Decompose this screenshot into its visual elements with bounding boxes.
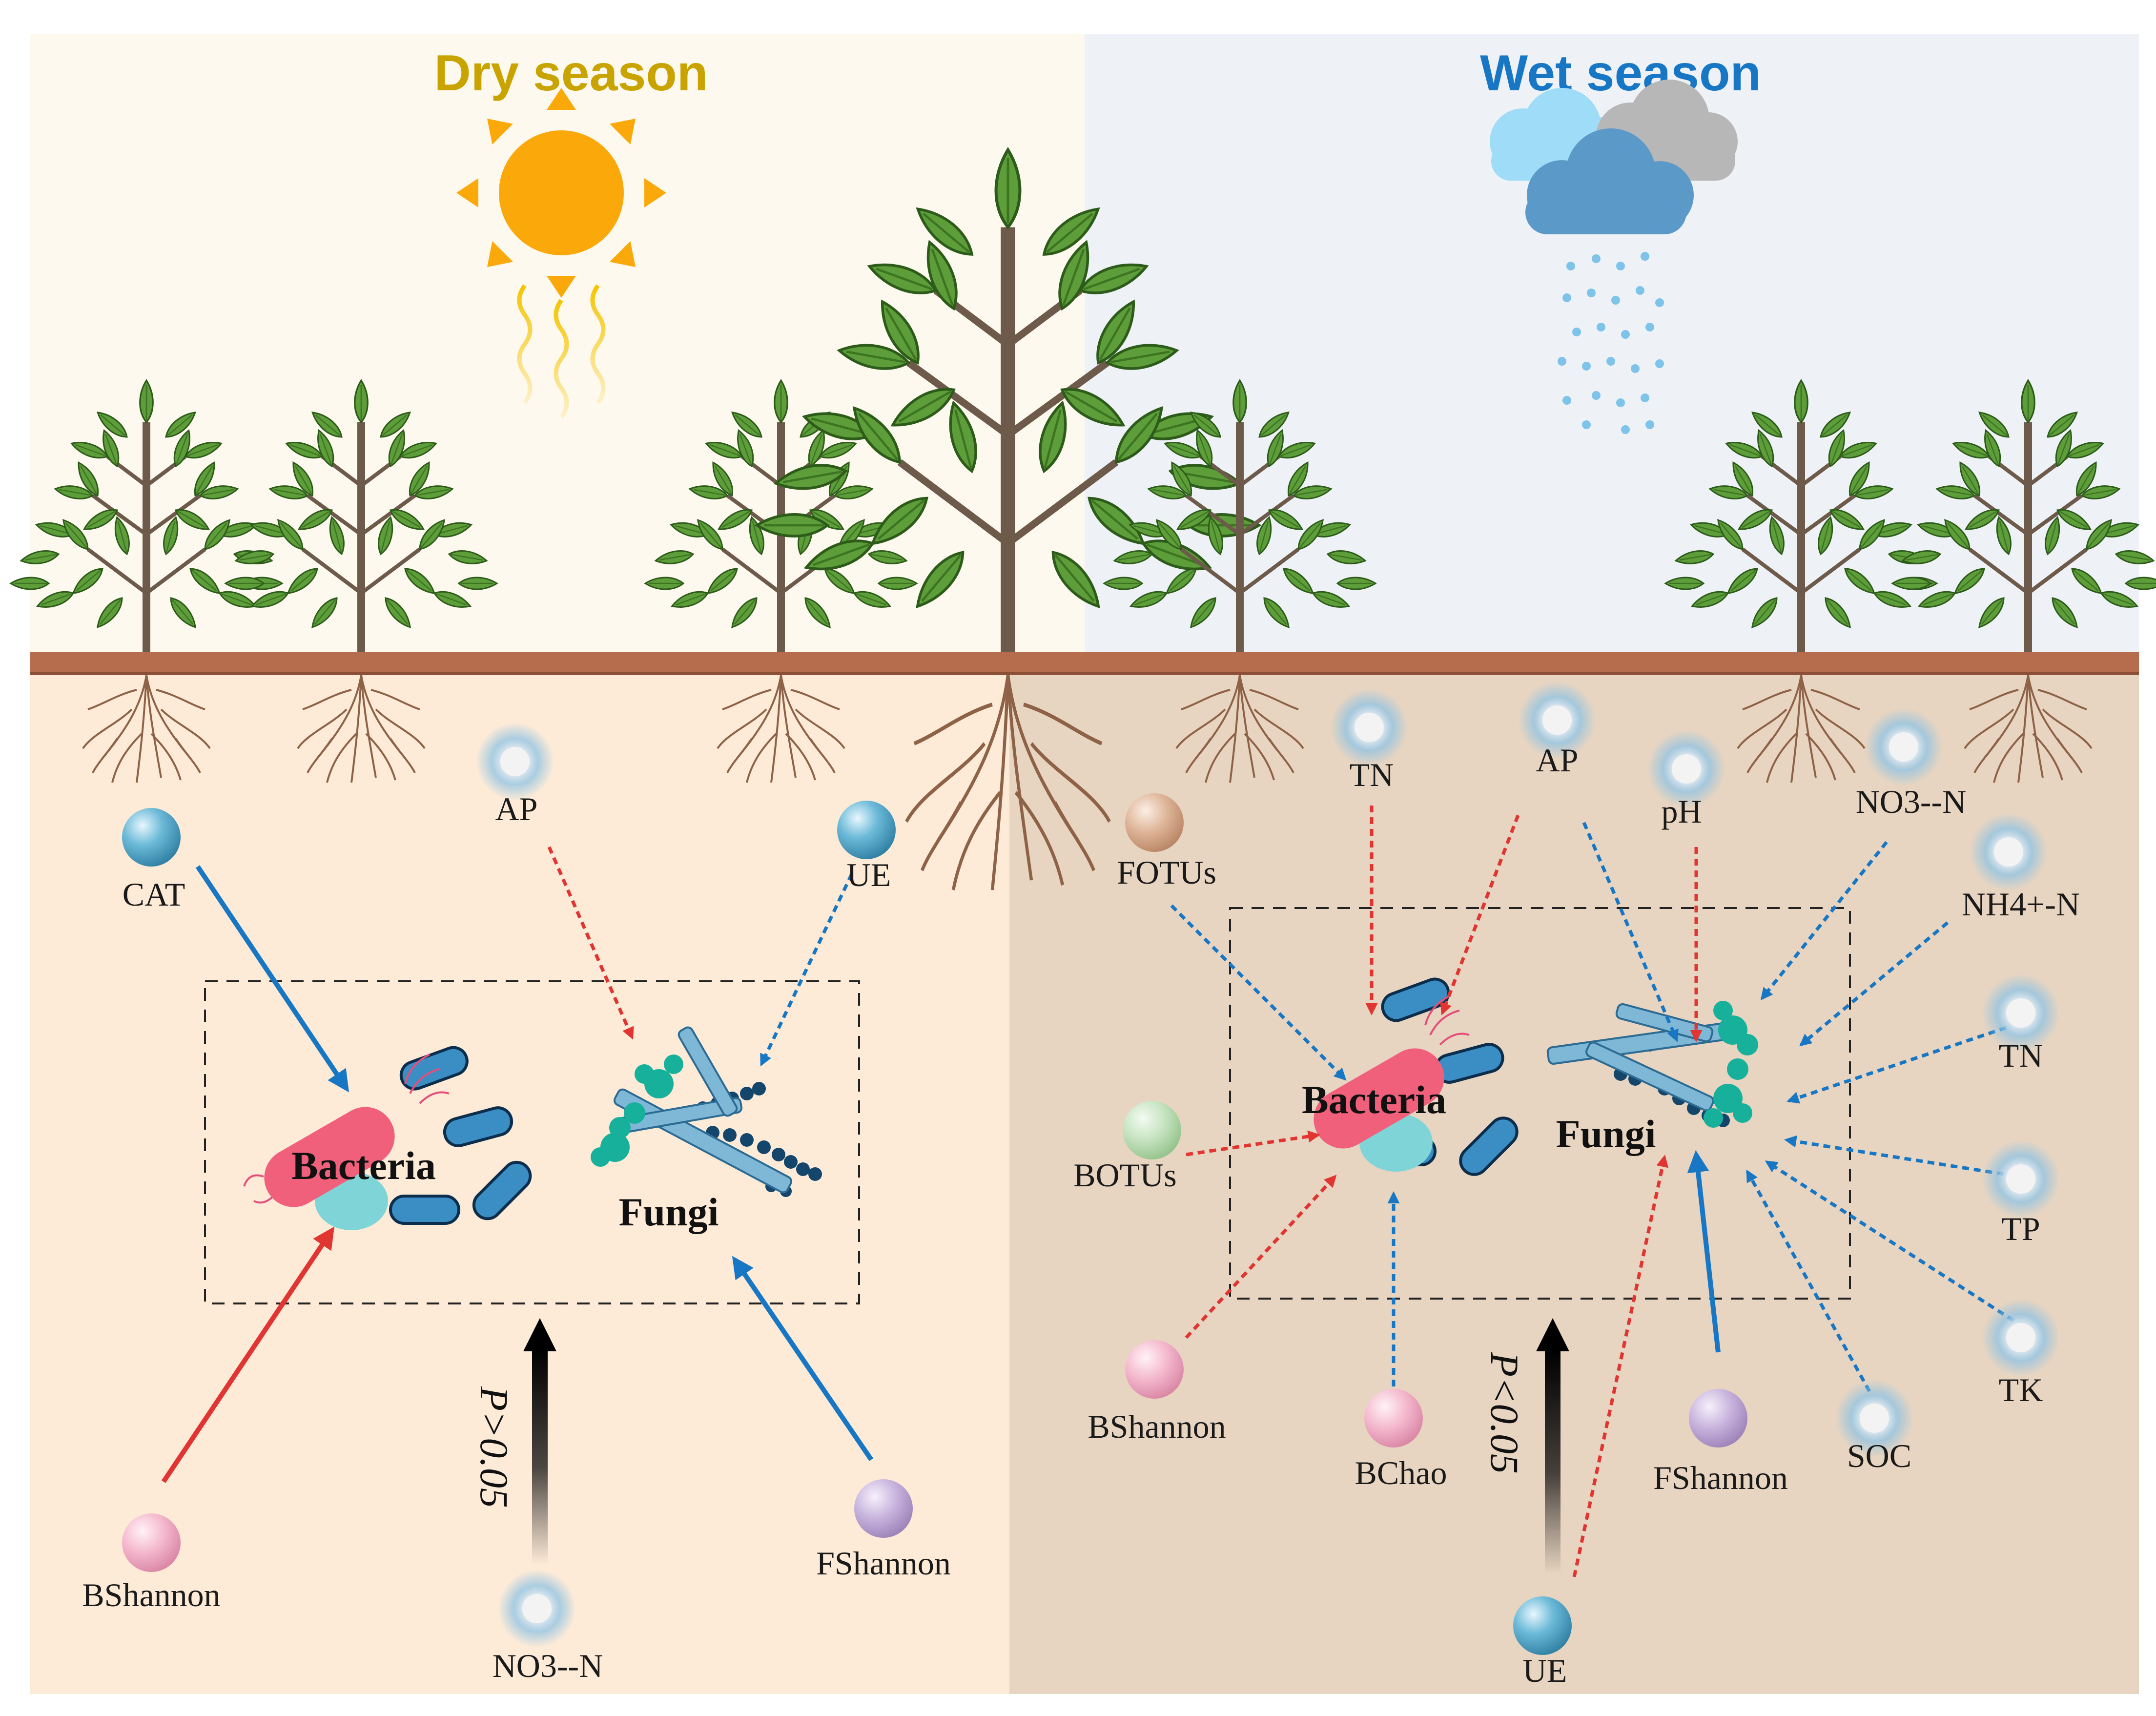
sun-icon: [456, 88, 666, 419]
node-botus: BOTUs: [1073, 1157, 1177, 1194]
node-tn-top: TN: [1350, 756, 1394, 793]
arrow-fshannon-fungi-wet: [1687, 1150, 1721, 1353]
node-fshannon-wet: FShannon: [1653, 1459, 1788, 1496]
arrow-ap-fungi-wet: [1582, 822, 1679, 1042]
node-bshannon-wet: BShannon: [1088, 1408, 1226, 1445]
dry-fungi-label: Fungi: [618, 1190, 719, 1234]
wet-soil: [1009, 674, 2139, 1694]
node-tn-right: TN: [1999, 1037, 2043, 1074]
arrow-no3-fungi: [1760, 841, 1888, 1000]
wet-microbe-box: [1229, 907, 1851, 1300]
dry-p-arrow: [523, 1318, 556, 1565]
dry-p-value: P>0.05: [472, 1386, 516, 1508]
node-nh4: NH4+-N: [1962, 886, 2080, 923]
bacteria-icon: [243, 1046, 532, 1230]
bacteria-icon: [1314, 977, 1519, 1176]
node-fshannon-dry: FShannon: [816, 1545, 951, 1582]
arrow-nh4-fungi: [1799, 921, 1949, 1047]
node-ap-wet: AP: [1536, 742, 1579, 779]
node-fotus: FOTUs: [1117, 854, 1216, 891]
arrow-fshannon-fungi: [732, 1256, 874, 1461]
node-bshannon-dry: BShannon: [82, 1576, 220, 1613]
wet-p-value: P<0.05: [1482, 1352, 1527, 1474]
fungi-icon: [1546, 1001, 1758, 1128]
arrow-cat-bacteria: [195, 865, 349, 1093]
node-soc: SOC: [1847, 1437, 1911, 1474]
node-no3-wet: NO3--N: [1856, 783, 1967, 820]
wet-fungi-label: Fungi: [1556, 1112, 1656, 1156]
arrow-tp-fungi: [1784, 1135, 2004, 1176]
arrow-tn-fungi: [1786, 1026, 2007, 1104]
arrow-fotus-bacteria: [1170, 904, 1347, 1081]
bubble-icon: [122, 723, 913, 1648]
arrow-bshannon-bacteria: [161, 1226, 335, 1483]
node-tp: TP: [2001, 1210, 2040, 1247]
bubble-icon: [1123, 681, 2060, 1655]
node-cat: CAT: [123, 876, 185, 913]
arrow-bshannon-bacteria-wet: [1185, 1175, 1337, 1339]
node-ph: pH: [1661, 793, 1702, 830]
node-ue-dry: UE: [847, 856, 891, 893]
dry-season-title: Dry season: [434, 45, 708, 102]
wet-season-title: Wet season: [1480, 45, 1761, 102]
dry-bacteria-label: Bacteria: [291, 1143, 436, 1188]
arrow-botus-bacteria: [1186, 1130, 1320, 1157]
arrow-ue-fungi-wet: [1572, 1155, 1669, 1577]
node-ue-wet: UE: [1523, 1652, 1567, 1689]
node-no3-dry: NO3--N: [493, 1647, 603, 1684]
ground-strip: [30, 652, 2139, 675]
arrow-tk-fungi: [1765, 1160, 2014, 1322]
node-bchao: BChao: [1355, 1454, 1447, 1491]
fungi-icon: [591, 1026, 822, 1197]
node-ap-dry: AP: [495, 790, 538, 827]
wet-bacteria-label: Bacteria: [1302, 1077, 1446, 1122]
node-tk: TK: [1999, 1371, 2043, 1408]
cloud-rain-icon: [1490, 80, 1738, 434]
wet-p-arrow: [1536, 1318, 1569, 1574]
arrow-ap-bacteria: [1440, 814, 1520, 1015]
arrow-soc-fungi: [1745, 1169, 1871, 1392]
dry-microbe-box: [204, 980, 860, 1304]
